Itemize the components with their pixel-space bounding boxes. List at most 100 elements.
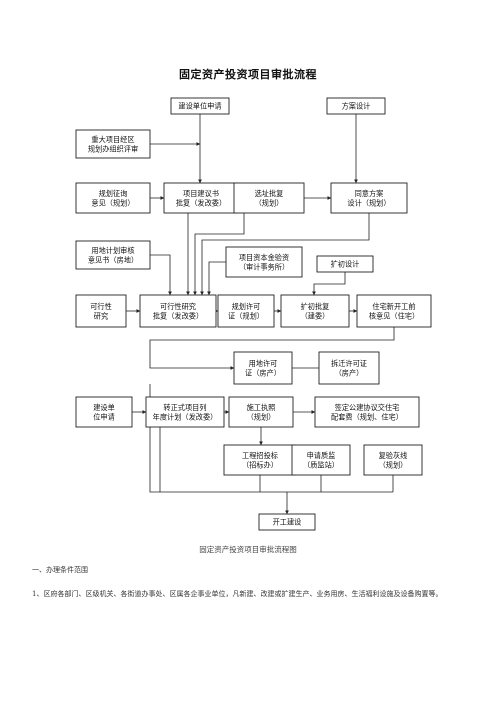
flow-node-label: 配套费（规划、住宅） — [331, 412, 403, 421]
flow-node-box — [314, 396, 420, 428]
flow-node-box — [291, 444, 351, 476]
flow-node-label: 开工建设 — [273, 518, 302, 527]
flow-node-label: 设计（规划） — [347, 198, 390, 207]
flow-node-box — [139, 294, 217, 328]
flow-node-label: 可行性 — [90, 302, 112, 311]
flow-node-label: （招标办） — [242, 460, 278, 469]
flow-node-box — [170, 97, 230, 115]
flow-node-label: 规划征询 — [99, 189, 128, 198]
flow-node-label: 批复（发改委） — [153, 311, 203, 320]
flow-node-label: 可行性研究 — [160, 302, 196, 311]
flow-node-label: 核意见（住宅） — [369, 311, 419, 320]
flow-node-fund: 项目资本金验资（审计事务所） — [225, 246, 303, 278]
flow-node-label: （规划） — [379, 460, 408, 469]
flow-node-feas: 可行性研究 — [75, 294, 127, 328]
flow-node-label: 住宅新开工前 — [372, 302, 415, 311]
flow-node-label: 扩初设计 — [331, 260, 360, 269]
page-title: 固定资产投资项目审批流程 — [179, 68, 317, 81]
flow-node-box — [233, 351, 293, 385]
flow-node-label: 同意方案 — [355, 189, 384, 198]
flow-node-label: 规划许可 — [232, 302, 261, 311]
flow-node-supervise: 申请质监（质监站） — [291, 444, 351, 476]
figure-caption: 固定资产投资项目审批流程图 — [199, 545, 297, 554]
flow-node-bid: 工程招投标（招标办） — [223, 444, 297, 476]
flow-arrow — [150, 254, 172, 296]
flow-node-label: 用地许可 — [249, 359, 278, 368]
flow-node-box — [75, 294, 127, 328]
flow-node-label: 工程招投标 — [242, 451, 278, 460]
section-heading: 一、办理条件范围 — [32, 566, 88, 574]
flow-node-label: 施工执照 — [247, 403, 276, 412]
flow-node-label: 重大项目经区 — [91, 135, 134, 144]
flow-node-box — [316, 255, 374, 273]
flow-node-box — [326, 97, 386, 115]
flow-arrow — [193, 213, 245, 296]
flow-node-construct: 施工执照（规划） — [228, 396, 294, 428]
flow-node-demolish: 拆迁许可证（房产） — [318, 351, 380, 385]
flow-node-label: 项目建议书 — [183, 189, 219, 198]
flow-node-label: 证（房产） — [245, 368, 281, 377]
flow-node-label: （房产） — [335, 368, 364, 377]
flow-node-label: 意见（规划） — [91, 198, 134, 207]
flow-node-label: 意见书（房地） — [88, 255, 138, 264]
flow-node-label: 年度计划（发改委） — [153, 412, 218, 421]
flow-node-label: （建委） — [301, 311, 330, 320]
flow-node-site: 选址批复（规划） — [233, 182, 305, 214]
flow-node-box — [363, 444, 423, 476]
flow-node-label: 选址批复 — [255, 189, 284, 198]
flow-node-box — [225, 246, 303, 278]
body-paragraph: 1、区府各部门、区级机关、各街道办事处、区属各企事业单位，凡新建、改建或扩建生产… — [32, 590, 443, 598]
flow-node-label: 研究 — [94, 311, 108, 320]
flow-node-label: （审计事务所） — [239, 262, 289, 271]
flow-node-box — [217, 294, 275, 328]
flow-node-scheme: 方案设计 — [326, 97, 386, 115]
flow-node-box — [330, 182, 408, 214]
flow-node-label: 拆迁许可证 — [331, 359, 367, 368]
flow-arrow — [312, 272, 346, 296]
flow-node-label: 项目资本金验资 — [239, 253, 289, 262]
flow-node-label: （质监站） — [303, 460, 339, 469]
flow-node-verify: 复验灰线（规划） — [363, 444, 423, 476]
flow-node-label: 建设单 — [93, 403, 115, 412]
flow-node-label: 复验灰线 — [379, 451, 408, 460]
flow-node-label: 申请质监 — [307, 451, 336, 460]
flow-node-box — [75, 396, 133, 428]
flow-node-initapp: 扩初批复（建委） — [280, 294, 350, 328]
flow-node-box — [356, 294, 432, 328]
flow-node-box — [280, 294, 350, 328]
flow-node-label: 扩初批复 — [301, 302, 330, 311]
flow-node-box — [233, 182, 305, 214]
flow-node-start: 开工建设 — [258, 513, 316, 531]
flow-node-label: 建设单位申请 — [178, 102, 221, 111]
flow-node-label: （规划） — [247, 412, 276, 421]
flow-arrow — [200, 213, 370, 296]
flow-node-box — [75, 129, 151, 159]
flow-node-label: 证（规划） — [228, 311, 264, 320]
flow-node-label: 转正式项目列 — [163, 403, 206, 412]
flow-arrow — [207, 261, 226, 296]
flow-node-initdesign: 扩初设计 — [316, 255, 374, 273]
flow-node-label: 方案设计 — [342, 102, 371, 111]
flow-node-box — [228, 396, 294, 428]
flow-arrow — [149, 327, 395, 370]
flow-node-box — [75, 182, 151, 214]
approval-flowchart: 建设单位申请方案设计重大项目经区规划办组织评审规划征询意见（规划）项目建议书批复… — [75, 97, 432, 531]
flow-node-box — [145, 396, 225, 428]
flow-node-label: 位申请 — [93, 412, 115, 421]
flow-node-apply1: 建设单位申请 — [170, 97, 230, 115]
flow-node-label: 规划办组织评审 — [88, 144, 138, 153]
flow-node-box — [75, 240, 151, 270]
flow-node-label: （规划） — [255, 198, 284, 207]
flow-node-box — [223, 444, 297, 476]
